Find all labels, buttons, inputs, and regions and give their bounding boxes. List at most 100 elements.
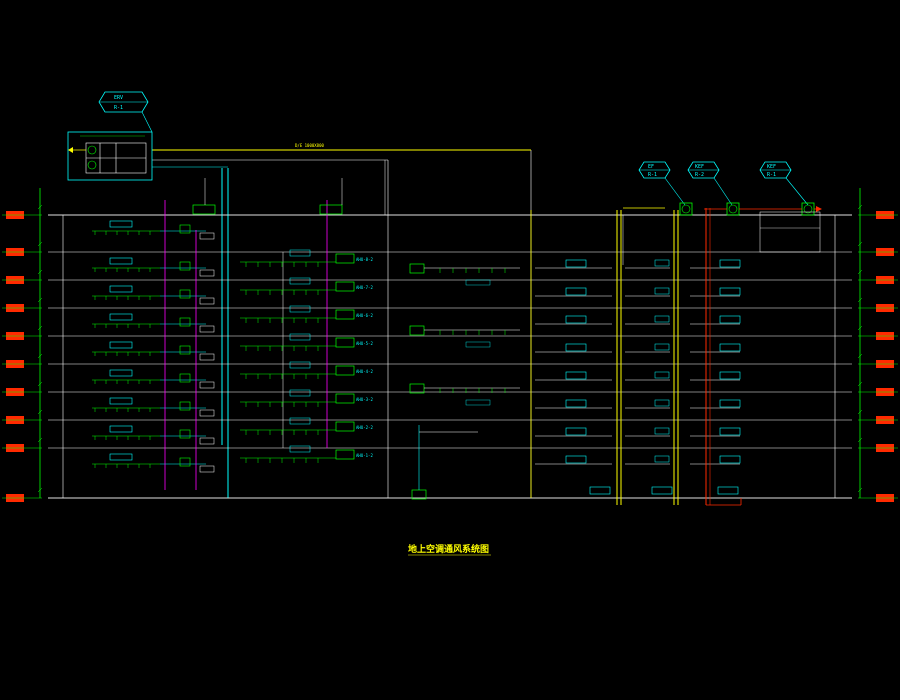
ahu-label: AHU-8-2 bbox=[356, 257, 373, 262]
level-mark bbox=[857, 409, 863, 415]
exhaust-label-box bbox=[719, 315, 741, 324]
kef-r1-tag-bottom: R-1 bbox=[767, 172, 776, 178]
label-box bbox=[465, 341, 491, 348]
label-box bbox=[109, 220, 133, 228]
ahu-box bbox=[335, 337, 355, 348]
ahu-label: AHU-5-2 bbox=[356, 341, 373, 346]
tag-ef: EF R-1 bbox=[638, 161, 686, 206]
exhaust-small-box bbox=[654, 371, 670, 379]
damper-box bbox=[179, 429, 191, 439]
ahu-label: AHU-4-2 bbox=[356, 369, 373, 374]
level-mark bbox=[857, 353, 863, 359]
fcu-box bbox=[409, 325, 425, 336]
terminal-box bbox=[199, 409, 215, 417]
floor-lines bbox=[48, 214, 852, 499]
erv-tag-bottom: R-1 bbox=[114, 105, 123, 111]
label-box bbox=[109, 313, 133, 321]
level-mark bbox=[37, 269, 43, 275]
ahu-label: AHU-6-2 bbox=[356, 313, 373, 318]
ef-tag-bottom: R-1 bbox=[648, 172, 657, 178]
level-markers-right bbox=[857, 188, 898, 502]
label-box bbox=[289, 249, 311, 257]
level-markers-left bbox=[2, 188, 43, 502]
damper-box bbox=[179, 224, 191, 234]
level-mark bbox=[37, 381, 43, 387]
column-4-exhaust bbox=[535, 259, 741, 495]
terminal-box bbox=[199, 325, 215, 333]
exhaust-label-box bbox=[719, 259, 741, 268]
label-box bbox=[109, 425, 133, 433]
level-mark bbox=[857, 381, 863, 387]
exhaust-label-box bbox=[719, 287, 741, 296]
level-mark bbox=[857, 297, 863, 303]
damper-box bbox=[179, 289, 191, 299]
vertical-risers bbox=[384, 160, 742, 506]
exhaust-label-box bbox=[719, 399, 741, 408]
damper-box bbox=[179, 457, 191, 467]
ahu-label: AHU-2-2 bbox=[356, 425, 373, 430]
exhaust-label-box bbox=[565, 343, 587, 352]
label-box bbox=[289, 361, 311, 369]
rooftop-fans bbox=[679, 202, 822, 253]
level-mark bbox=[37, 409, 43, 415]
tag-erv: ERV R-1 bbox=[98, 91, 153, 133]
exhaust-label-box bbox=[719, 455, 741, 464]
kef-r2-tag-top: KEF bbox=[695, 164, 704, 170]
terminal-box bbox=[199, 381, 215, 389]
exhaust-small-box bbox=[654, 427, 670, 435]
ahu-label: AHU-7-2 bbox=[356, 285, 373, 290]
label-box bbox=[465, 279, 491, 286]
exhaust-small-box bbox=[654, 315, 670, 323]
ahu-box bbox=[335, 393, 355, 404]
label-box bbox=[289, 305, 311, 313]
level-mark bbox=[37, 297, 43, 303]
exhaust-label-box bbox=[719, 427, 741, 436]
level-mark bbox=[857, 437, 863, 443]
level-mark bbox=[37, 487, 43, 493]
exhaust-label-box bbox=[719, 343, 741, 352]
level-mark bbox=[857, 269, 863, 275]
ahu-box bbox=[335, 449, 355, 460]
level-mark bbox=[857, 487, 863, 493]
erv-unit bbox=[67, 131, 153, 181]
terminal-box bbox=[199, 297, 215, 305]
level-mark bbox=[37, 241, 43, 247]
exhaust-small-box bbox=[654, 455, 670, 463]
level-mark bbox=[857, 325, 863, 331]
diagram-title: 地上空调通风系统图 bbox=[408, 543, 489, 555]
label-box bbox=[109, 453, 133, 461]
terminal-box bbox=[199, 465, 215, 473]
terminal-box bbox=[199, 437, 215, 445]
label-box bbox=[109, 285, 133, 293]
ahu-box bbox=[335, 309, 355, 320]
label-box bbox=[289, 389, 311, 397]
ahu-label: AHU-1-2 bbox=[356, 453, 373, 458]
ahu-box bbox=[335, 281, 355, 292]
label-box bbox=[109, 369, 133, 377]
tag-kef-r2: KEF R-2 bbox=[687, 161, 733, 206]
column-3-branches bbox=[409, 263, 520, 500]
erv-tag-top: ERV bbox=[114, 95, 123, 101]
level-mark bbox=[857, 241, 863, 247]
level-mark bbox=[857, 204, 863, 210]
exhaust-small-box bbox=[654, 259, 670, 267]
exhaust-label-box bbox=[565, 427, 587, 436]
exhaust-label-box bbox=[565, 371, 587, 380]
label-box bbox=[109, 397, 133, 405]
level-mark bbox=[37, 204, 43, 210]
exhaust-label-box bbox=[651, 486, 673, 495]
ahu-box bbox=[335, 253, 355, 264]
label-box bbox=[289, 277, 311, 285]
column-1-equipment bbox=[92, 200, 215, 490]
exhaust-small-box bbox=[654, 287, 670, 295]
label-box bbox=[109, 257, 133, 265]
top-ahu-box-left bbox=[192, 204, 216, 215]
top-ahu-box bbox=[319, 204, 343, 215]
tag-kef-r1: KEF R-1 bbox=[759, 161, 809, 206]
exhaust-label-box bbox=[565, 399, 587, 408]
exhaust-small-box bbox=[654, 399, 670, 407]
ahu-box bbox=[335, 365, 355, 376]
ef-tag-top: EF bbox=[648, 164, 654, 170]
level-mark bbox=[37, 353, 43, 359]
